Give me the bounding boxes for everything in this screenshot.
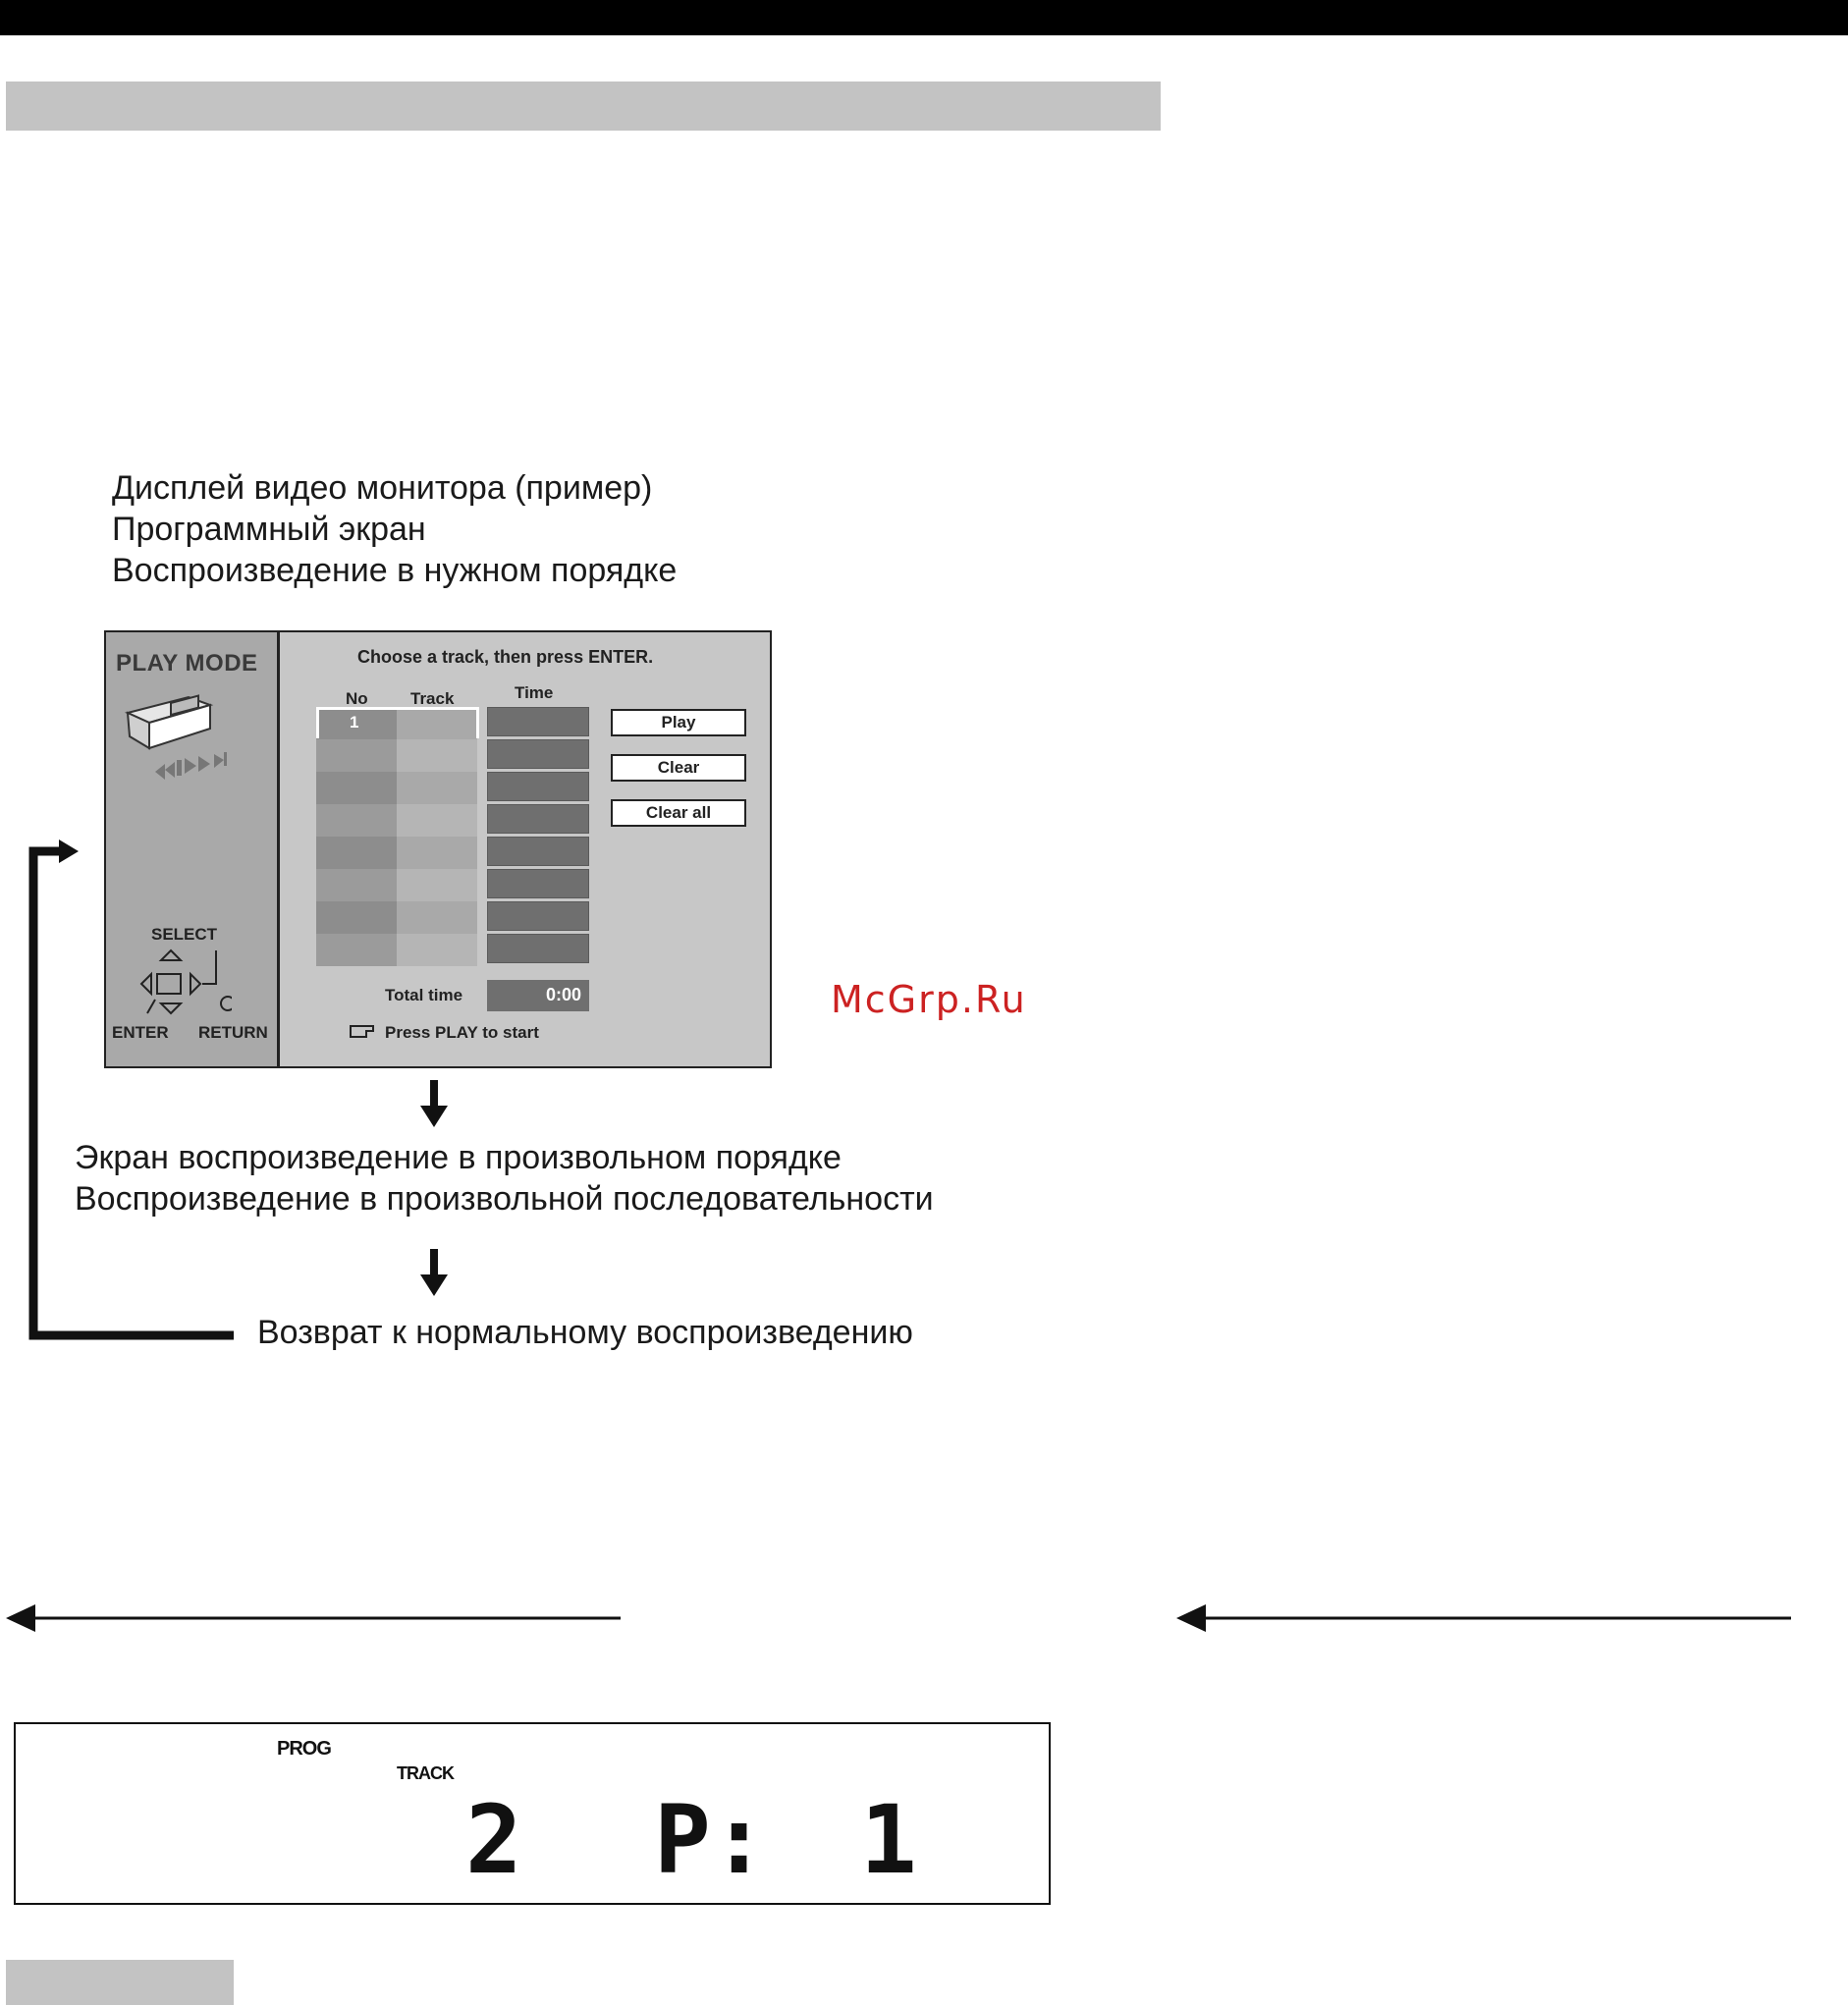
disc-player-icon	[125, 694, 227, 780]
track-number-readout: 2	[465, 1785, 522, 1895]
total-time-label: Total time	[385, 986, 463, 1004]
left-arrow-icon	[1176, 1604, 1791, 1632]
osd-left-panel: PLAY MODE SELECT ENTER RETURN	[106, 632, 280, 1066]
watermark: McGrp.Ru	[831, 978, 1027, 1021]
track-indicator: TRACK	[397, 1763, 455, 1783]
total-time-value: 0:00	[487, 980, 589, 1011]
clear-button[interactable]: Clear	[611, 754, 746, 782]
osd-caption-line-3: Воспроизведение в нужном порядке	[112, 552, 678, 589]
column-time: Time	[515, 683, 554, 702]
top-black-bar	[0, 0, 1848, 35]
osd-caption-line-2: Программный экран	[112, 511, 426, 548]
osd-caption-line-1: Дисплей видео монитора (пример)	[112, 469, 653, 507]
row-1-no: 1	[350, 713, 359, 732]
hand-pointer-icon	[350, 1023, 375, 1039]
column-track: Track	[410, 689, 455, 708]
program-number-readout: 1	[860, 1785, 917, 1895]
normal-playback-caption: Возврат к нормальному воспроизведению	[257, 1314, 913, 1351]
down-arrow-icon	[420, 1249, 448, 1296]
section-header-bar	[6, 81, 1161, 131]
play-button[interactable]: Play	[611, 709, 746, 736]
random-caption-line-2: Воспроизведение в произвольной последова…	[75, 1180, 934, 1218]
column-no: No	[346, 689, 368, 708]
clear-all-button[interactable]: Clear all	[611, 799, 746, 827]
program-table: 1	[316, 707, 479, 968]
left-arrow-icon	[6, 1604, 621, 1632]
return-loop-arrow-icon	[28, 840, 234, 1340]
footer-tab	[6, 1960, 234, 2005]
navigation-keys-icon	[139, 948, 232, 1015]
prog-indicator: PROG	[277, 1738, 332, 1760]
selected-row-highlight	[316, 707, 479, 738]
down-arrow-icon	[420, 1080, 448, 1127]
play-mode-title: PLAY MODE	[116, 650, 258, 677]
front-panel-display: PROG TRACK 2 P: 1	[14, 1722, 1051, 1905]
random-caption-line-1: Экран воспроизведение в произвольном пор…	[75, 1139, 842, 1176]
press-play-hint: Press PLAY to start	[385, 1023, 539, 1042]
return-label: RETURN	[198, 1023, 268, 1042]
select-label: SELECT	[151, 925, 218, 944]
time-column	[487, 707, 589, 968]
program-osd-screen: PLAY MODE SELECT ENTER RETURN	[104, 630, 772, 1068]
enter-label: ENTER	[112, 1023, 169, 1042]
program-label-readout: P:	[654, 1785, 768, 1895]
osd-instruction: Choose a track, then press ENTER.	[357, 647, 654, 667]
